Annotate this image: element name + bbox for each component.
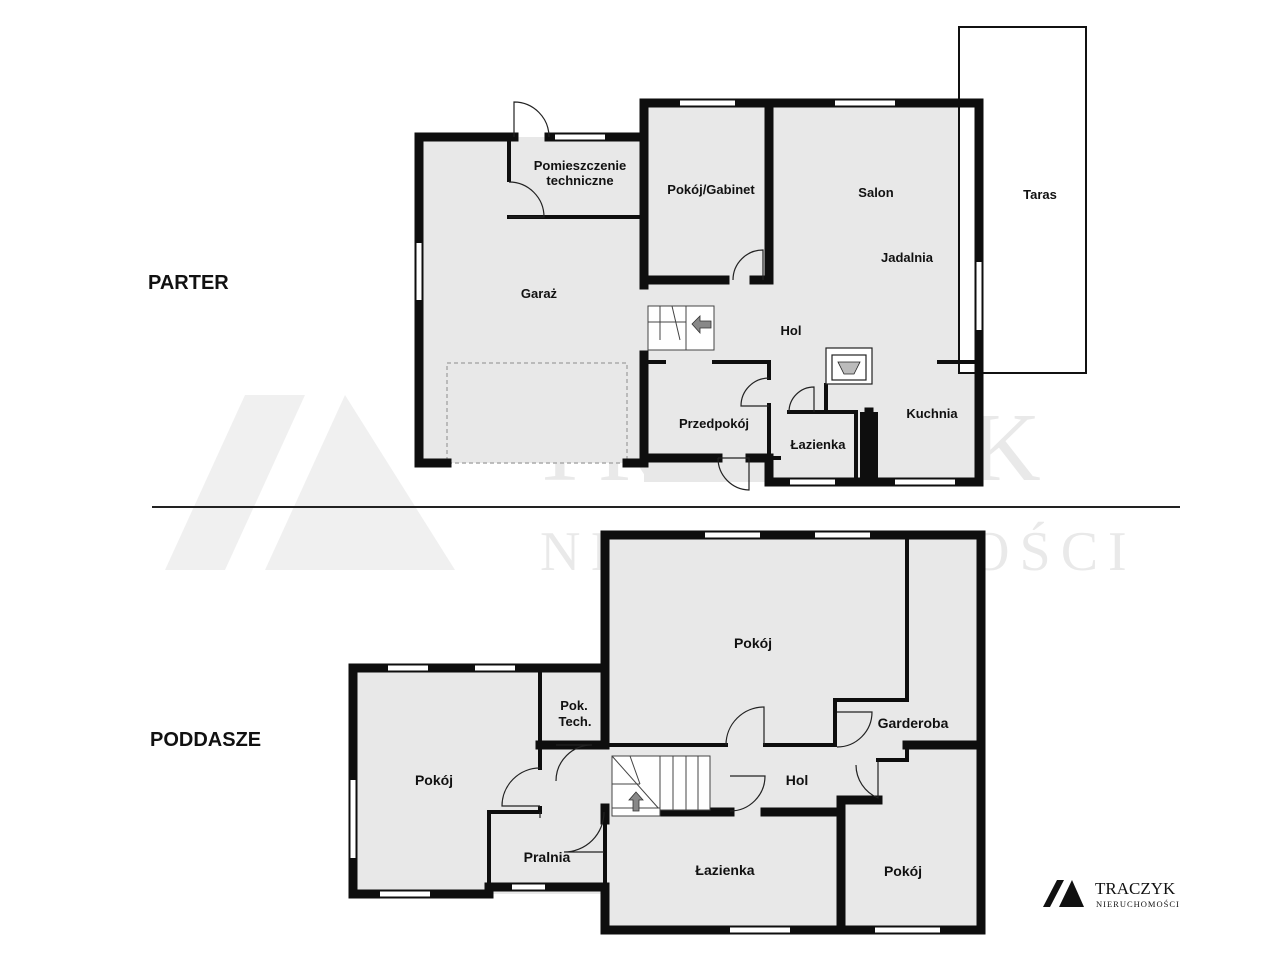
- parter-plan: Pomieszczenie techniczne Pokój/Gabinet S…: [414, 26, 1087, 491]
- logo-name: TRACZYK: [1095, 879, 1176, 898]
- room-pok-tech-line2: Tech.: [559, 714, 592, 729]
- room-salon: Salon: [858, 185, 893, 200]
- room-taras: Taras: [1023, 187, 1057, 202]
- brand-logo: TRACZYK NIERUCHOMOŚCI: [1043, 879, 1180, 909]
- floor-title-parter: PARTER: [148, 272, 229, 294]
- logo-mark-icon: [1043, 880, 1064, 907]
- room-gabinet: Pokój/Gabinet: [667, 182, 755, 197]
- room-kuchnia: Kuchnia: [906, 406, 958, 421]
- watermark-logo-shape: [165, 395, 305, 570]
- room-pokoj-left: Pokój: [415, 772, 453, 788]
- room-przedpokoj: Przedpokój: [679, 416, 749, 431]
- fireplace-icon: [825, 347, 873, 385]
- staircase-poddasze: [611, 755, 711, 817]
- room-garderoba: Garderoba: [878, 715, 949, 731]
- room-jadalnia: Jadalnia: [881, 250, 934, 265]
- room-lazienka-poddasze: Łazienka: [695, 862, 754, 878]
- stair-arrow-icon-2: [628, 791, 644, 812]
- watermark-logo-shape-2: [265, 395, 455, 570]
- logo-sub: NIERUCHOMOŚCI: [1096, 899, 1180, 909]
- room-pralnia: Pralnia: [524, 849, 571, 865]
- room-lazienka: Łazienka: [791, 437, 847, 452]
- room-hol: Hol: [781, 323, 802, 338]
- room-pokoj-top: Pokój: [734, 635, 772, 651]
- poddasze-plan: Pokój Pok. Tech. Garderoba Pokój Hol Pra…: [348, 530, 986, 935]
- room-pokoj-right: Pokój: [884, 863, 922, 879]
- room-pomieszczenie-line2: techniczne: [546, 173, 613, 188]
- room-pomieszczenie-line1: Pomieszczenie: [534, 158, 627, 173]
- stair-arrow-icon: [691, 315, 712, 335]
- room-hol-poddasze: Hol: [786, 772, 809, 788]
- staircase-parter: [647, 305, 715, 351]
- room-garaz: Garaż: [521, 286, 558, 301]
- logo-mark-icon-2: [1059, 880, 1084, 907]
- room-pok-tech-line1: Pok.: [560, 698, 587, 713]
- floor-title-poddasze: PODDASZE: [150, 729, 261, 751]
